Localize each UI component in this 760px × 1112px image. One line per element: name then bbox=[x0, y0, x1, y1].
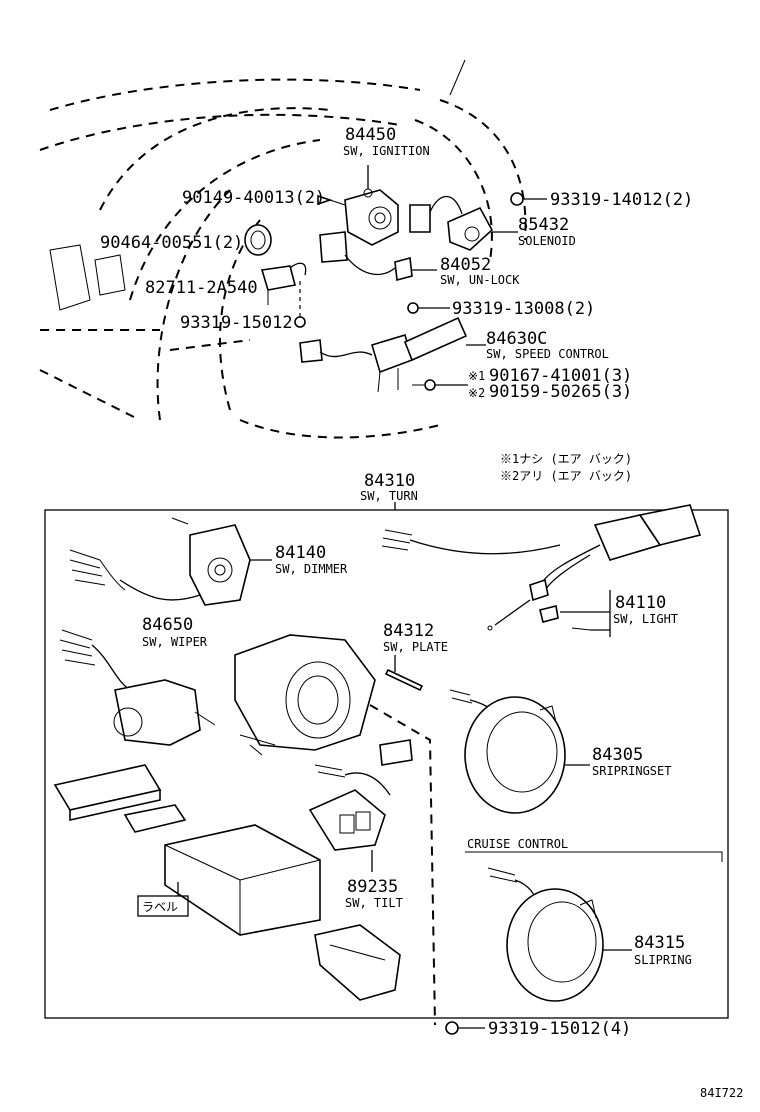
speed-control-switch-84630c bbox=[299, 316, 486, 393]
part-name-84305: SRIPRINGSET bbox=[592, 764, 671, 778]
part-number-84305: 84305 bbox=[592, 745, 643, 765]
mark-90167: ※1 bbox=[468, 369, 485, 383]
part-number-85432: 85432 bbox=[518, 215, 569, 235]
unlock-switch-84052 bbox=[319, 231, 437, 282]
screw-90167-icon bbox=[412, 379, 468, 391]
turn-switch-assembly-box bbox=[44, 509, 729, 1019]
switch-body bbox=[234, 634, 376, 756]
dimmer-switch-84140 bbox=[69, 517, 272, 606]
part-number-90464: 90464-00551(2) bbox=[100, 233, 243, 253]
spring-set-84305 bbox=[449, 689, 590, 814]
part-name-84140: SW, DIMMER bbox=[275, 562, 348, 576]
plate-84312 bbox=[384, 655, 424, 692]
part-number-93319-15012: 93319-15012 bbox=[180, 313, 293, 333]
bolt-93319-13008-icon bbox=[407, 302, 450, 314]
part-number-84140: 84140 bbox=[275, 543, 326, 563]
part-number-84110: 84110 bbox=[615, 593, 666, 613]
mark-90159: ※2 bbox=[468, 386, 485, 400]
part-name-84630c: SW, SPEED CONTROL bbox=[486, 347, 609, 361]
bolt-93319-15012-4-icon bbox=[445, 1021, 485, 1035]
label-cover-box bbox=[137, 824, 321, 936]
part-number-84450: 84450 bbox=[345, 125, 396, 145]
part-number-90149: 90149-40013(2) bbox=[182, 188, 325, 208]
ignition-switch-84450 bbox=[344, 165, 399, 246]
part-number-90167: 90167-41001(3) bbox=[489, 366, 632, 386]
label-tag: ラベル bbox=[142, 900, 178, 914]
part-number-84315: 84315 bbox=[634, 933, 685, 953]
tilt-switch-89235 bbox=[308, 739, 413, 872]
part-name-84052: SW, UN-LOCK bbox=[440, 273, 520, 287]
solenoid-85432 bbox=[409, 195, 518, 251]
light-switch-84110 bbox=[381, 504, 702, 637]
part-number-93319-14012: 93319-14012(2) bbox=[550, 190, 693, 210]
leader-line-bolt bbox=[369, 704, 436, 1026]
part-number-93319-13008: 93319-13008(2) bbox=[452, 299, 595, 319]
bracket-82711 bbox=[260, 262, 307, 305]
note-airbag-with: ※2アリ (エア バック) bbox=[500, 469, 632, 483]
part-name-85432: SOLENOID bbox=[518, 234, 576, 248]
ring-90464-icon bbox=[244, 224, 272, 256]
part-name-89235: SW, TILT bbox=[345, 896, 403, 910]
tilt-bracket bbox=[314, 924, 401, 1001]
part-number-84650: 84650 bbox=[142, 615, 193, 635]
part-number-90159: 90159-50265(3) bbox=[489, 382, 632, 402]
part-number-84312: 84312 bbox=[383, 621, 434, 641]
wiper-switch-84650 bbox=[59, 629, 216, 746]
screw-90149-icon bbox=[317, 194, 346, 206]
part-name-84312: SW, PLATE bbox=[383, 640, 448, 654]
part-number-82711: 82711-2A540 bbox=[145, 278, 258, 298]
part-number-93319-15012-4: 93319-15012(4) bbox=[488, 1019, 631, 1039]
bolt-93319-15012-icon bbox=[294, 280, 306, 328]
connector-blocks bbox=[53, 764, 187, 833]
cruise-control-heading: CRUISE CONTROL bbox=[467, 837, 568, 851]
dashboard-outline bbox=[39, 59, 527, 439]
part-name-84450: SW, IGNITION bbox=[343, 144, 430, 158]
part-name-84650: SW, WIPER bbox=[142, 635, 208, 649]
bolt-93319-14012-icon bbox=[510, 192, 547, 206]
part-number-84052: 84052 bbox=[440, 255, 491, 275]
cruise-control-bracket bbox=[465, 851, 723, 862]
part-number-84310: 84310 bbox=[364, 471, 415, 491]
part-number-84630c: 84630C bbox=[486, 329, 547, 349]
part-name-84110: SW, LIGHT bbox=[613, 612, 678, 626]
part-name-84315: SLIPRING bbox=[634, 953, 692, 967]
note-airbag-without: ※1ナシ (エア バック) bbox=[500, 452, 632, 466]
part-number-89235: 89235 bbox=[347, 877, 398, 897]
slip-ring-84315 bbox=[487, 867, 632, 1002]
part-name-84310: SW, TURN bbox=[360, 489, 418, 503]
figure-id: 84I722 bbox=[700, 1086, 743, 1100]
